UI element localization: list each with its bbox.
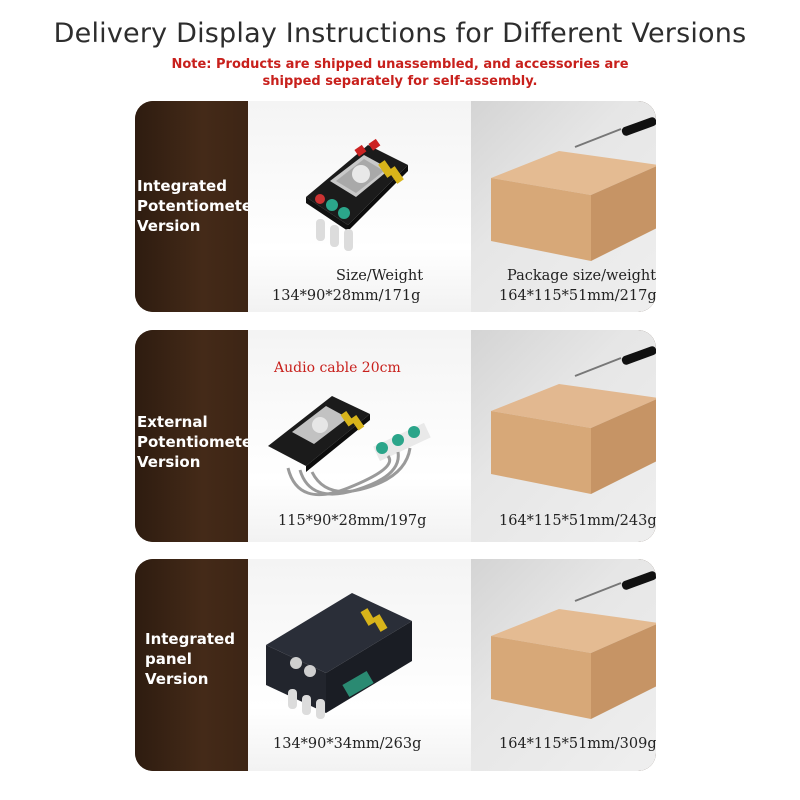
amplifier-board-image <box>306 138 408 251</box>
shipping-note-line-2: shipped separately for self-assembly. <box>262 74 538 89</box>
shipping-note-line-1: Note: Products are shipped unassembled, … <box>171 57 629 72</box>
version-label-line: Version <box>137 217 201 235</box>
package-photo-panel: 164*115*51mm/243g <box>471 330 656 542</box>
package-photo-panel: 164*115*51mm/309g <box>471 559 656 771</box>
version-label: Integrated Potentiometer Version <box>135 101 259 312</box>
version-label-line: Version <box>145 670 209 688</box>
page-title: Delivery Display Instructions for Differ… <box>53 18 747 49</box>
version-label-line: Integrated <box>137 177 227 195</box>
screwdriver-icon <box>574 346 656 377</box>
screwdriver-icon <box>574 571 656 602</box>
version-label-line: Integrated <box>145 630 235 648</box>
product-size-weight: 134*90*28mm/171g <box>272 288 421 304</box>
version-label-line: Version <box>137 453 201 471</box>
version-label-line: Potentiometer <box>137 433 260 451</box>
amplifier-board-with-cable-image <box>268 396 431 497</box>
version-label-line: panel <box>145 650 192 668</box>
version-label-line: External <box>137 413 208 431</box>
amplifier-panel-image <box>266 593 412 719</box>
screwdriver-icon <box>574 117 656 148</box>
package-size-weight: 164*115*51mm/217g <box>499 288 656 304</box>
package-box-image <box>491 151 656 261</box>
version-card-external-potentiometer: External Potentiometer Version Audio cab… <box>135 330 656 542</box>
audio-cable-note: Audio cable 20cm <box>274 360 401 376</box>
package-photo-panel: Package size/weight 164*115*51mm/217g <box>471 101 656 312</box>
package-size-weight-heading: Package size/weight <box>507 268 656 284</box>
product-size-weight: 115*90*28mm/197g <box>278 513 427 529</box>
product-size-weight: 134*90*34mm/263g <box>273 736 422 752</box>
product-photo-panel: Audio cable 20cm 115*90*28mm/197g <box>248 330 471 542</box>
version-label: Integrated panel Version <box>135 559 248 771</box>
package-box-image <box>491 609 656 719</box>
version-label-line: Potentiometer <box>137 197 260 215</box>
package-box-image <box>491 384 656 494</box>
version-card-integrated-panel: Integrated panel Version 134*90*34mm/263… <box>135 559 656 771</box>
product-photo-panel: 134*90*34mm/263g <box>248 559 471 771</box>
package-size-weight: 164*115*51mm/309g <box>499 736 656 752</box>
package-size-weight: 164*115*51mm/243g <box>499 513 656 529</box>
version-card-integrated-potentiometer: Integrated Potentiometer Version <box>135 101 656 312</box>
shipping-note: Note: Products are shipped unassembled, … <box>0 56 800 90</box>
product-photo-panel: Size/Weight 134*90*28mm/171g <box>248 101 471 312</box>
version-label: External Potentiometer Version <box>135 330 259 542</box>
product-size-weight-heading: Size/Weight <box>336 268 424 284</box>
